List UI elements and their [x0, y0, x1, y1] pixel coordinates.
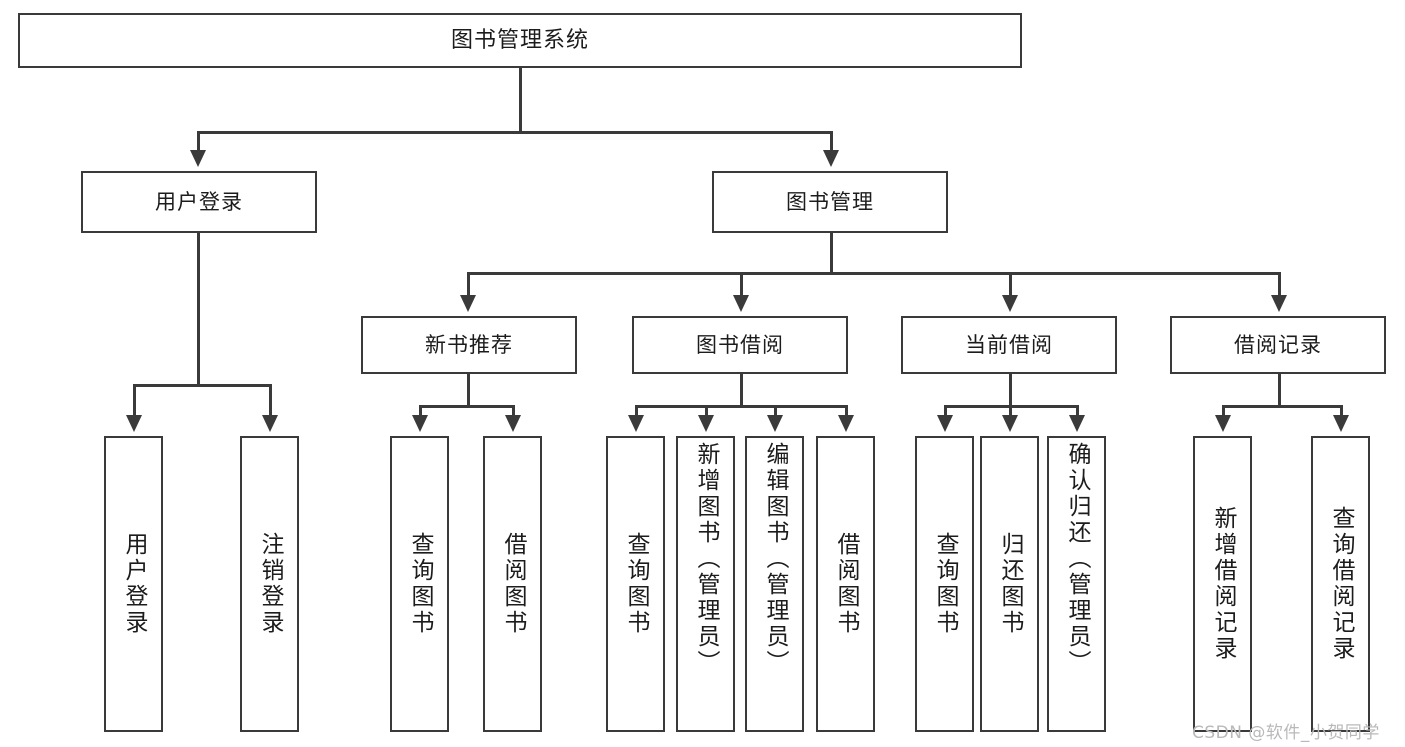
node-label: 借阅记录 [1234, 332, 1322, 357]
connector-bm-to-new-book [467, 272, 470, 298]
leaf-user-login-login[interactable]: 用户登录 [104, 436, 163, 732]
leaf-current-borrow-query[interactable]: 查询图书 [915, 436, 974, 732]
arrow-root-to-book-management [823, 150, 839, 167]
connector-br-to-leaf-1 [1222, 405, 1225, 417]
arrow-cb-to-leaf-3 [1069, 415, 1085, 432]
connector-bb-to-leaf-1 [635, 405, 638, 417]
arrow-nb-to-leaf-2 [505, 415, 521, 432]
node-user-login[interactable]: 用户登录 [81, 171, 317, 233]
connector-book-management-stem [830, 233, 833, 273]
leaf-new-book-query[interactable]: 查询图书 [390, 436, 449, 732]
connector-nb-to-leaf-1 [419, 405, 422, 417]
connector-new-book-stem [467, 374, 470, 406]
connector-book-management-bus [467, 272, 1280, 275]
connector-bb-to-leaf-3 [774, 405, 777, 417]
arrow-user-login-to-leaf-1 [126, 415, 142, 432]
node-label: 确认归还（管理员） [1064, 442, 1090, 676]
arrow-bb-to-leaf-1 [628, 415, 644, 432]
connector-bb-to-leaf-2 [705, 405, 708, 417]
node-label: 查询图书 [407, 532, 433, 636]
node-label: 当前借阅 [965, 332, 1053, 357]
leaf-borrow-record-query[interactable]: 查询借阅记录 [1311, 436, 1370, 732]
connector-bm-to-current-borrow [1009, 272, 1012, 298]
connector-nb-to-leaf-2 [512, 405, 515, 417]
connector-book-borrow-bus [635, 405, 847, 408]
node-book-management[interactable]: 图书管理 [712, 171, 948, 233]
connector-current-borrow-stem [1009, 374, 1012, 406]
leaf-book-borrow-borrow[interactable]: 借阅图书 [816, 436, 875, 732]
node-label: 编辑图书（管理员） [762, 442, 788, 676]
connector-bb-to-leaf-4 [845, 405, 848, 417]
connector-user-login-bus [133, 384, 271, 387]
node-book-borrow[interactable]: 图书借阅 [632, 316, 848, 374]
node-label: 借阅图书 [833, 532, 859, 636]
node-current-borrow[interactable]: 当前借阅 [901, 316, 1117, 374]
connector-user-login-to-leaf-1 [133, 384, 136, 417]
node-root-book-management-system[interactable]: 图书管理系统 [18, 13, 1022, 68]
arrow-br-to-leaf-2 [1333, 415, 1349, 432]
connector-user-login-stem [197, 233, 200, 385]
node-label: 新书推荐 [425, 332, 513, 357]
node-label: 图书管理系统 [450, 27, 589, 53]
connector-root-to-book-management [830, 131, 833, 155]
connector-book-borrow-stem [740, 374, 743, 406]
arrow-br-to-leaf-1 [1215, 415, 1231, 432]
node-label: 图书借阅 [696, 332, 784, 357]
leaf-current-borrow-confirm-return[interactable]: 确认归还（管理员） [1047, 436, 1106, 732]
node-borrow-record[interactable]: 借阅记录 [1170, 316, 1386, 374]
node-label: 归还图书 [997, 532, 1023, 636]
connector-borrow-record-bus [1222, 405, 1342, 408]
node-label: 图书管理 [786, 189, 874, 214]
arrow-bb-to-leaf-4 [838, 415, 854, 432]
leaf-new-book-borrow[interactable]: 借阅图书 [483, 436, 542, 732]
node-label: 用户登录 [121, 532, 147, 636]
watermark: CSDN @软件_小贺同学 [1192, 723, 1380, 743]
connector-bm-to-book-borrow [740, 272, 743, 298]
leaf-book-borrow-query[interactable]: 查询图书 [606, 436, 665, 732]
arrow-bb-to-leaf-2 [698, 415, 714, 432]
leaf-book-borrow-edit[interactable]: 编辑图书（管理员） [745, 436, 804, 732]
connector-root-stem [519, 68, 522, 132]
leaf-book-borrow-add[interactable]: 新增图书（管理员） [676, 436, 735, 732]
connector-borrow-record-stem [1278, 374, 1281, 406]
connector-cb-to-leaf-2 [1009, 405, 1012, 417]
leaf-current-borrow-return[interactable]: 归还图书 [980, 436, 1039, 732]
arrow-root-to-user-login [190, 150, 206, 167]
node-label: 新增图书（管理员） [693, 442, 719, 676]
leaf-user-login-logout[interactable]: 注销登录 [240, 436, 299, 732]
node-new-book-recommend[interactable]: 新书推荐 [361, 316, 577, 374]
connector-user-login-to-leaf-2 [269, 384, 272, 417]
node-label: 查询图书 [623, 532, 649, 636]
node-label: 查询借阅记录 [1328, 506, 1354, 662]
connector-new-book-bus [419, 405, 515, 408]
connector-br-to-leaf-2 [1340, 405, 1343, 417]
node-label: 用户登录 [155, 189, 243, 214]
node-label: 查询图书 [932, 532, 958, 636]
arrow-cb-to-leaf-2 [1002, 415, 1018, 432]
connector-cb-to-leaf-3 [1076, 405, 1079, 417]
connector-root-to-user-login [197, 131, 200, 155]
arrow-cb-to-leaf-1 [937, 415, 953, 432]
connector-cb-to-leaf-1 [944, 405, 947, 417]
arrow-bm-to-borrow-record [1271, 295, 1287, 312]
node-label: 注销登录 [257, 532, 283, 636]
arrow-user-login-to-leaf-2 [262, 415, 278, 432]
leaf-borrow-record-add[interactable]: 新增借阅记录 [1193, 436, 1252, 732]
arrow-nb-to-leaf-1 [412, 415, 428, 432]
arrow-bm-to-new-book [460, 295, 476, 312]
node-label: 新增借阅记录 [1210, 506, 1236, 662]
arrow-bm-to-book-borrow [733, 295, 749, 312]
node-label: 借阅图书 [500, 532, 526, 636]
arrow-bm-to-current-borrow [1002, 295, 1018, 312]
connector-root-bus [197, 131, 832, 134]
arrow-bb-to-leaf-3 [767, 415, 783, 432]
connector-bm-to-borrow-record [1278, 272, 1281, 298]
